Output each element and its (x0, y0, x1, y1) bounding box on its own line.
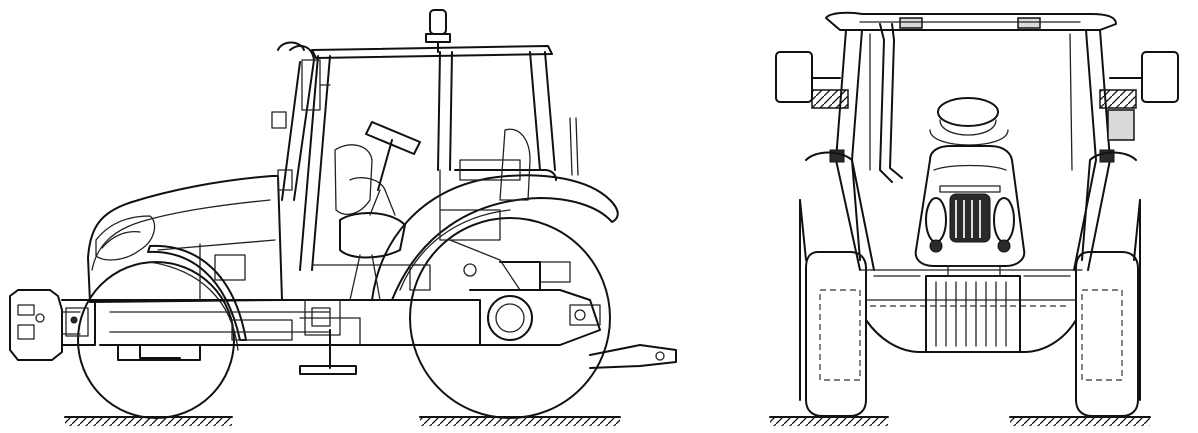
side-chassis (89, 299, 481, 361)
front-lower-frame (859, 269, 1083, 277)
front-ground-left (769, 416, 889, 426)
front-mirror-right (1099, 51, 1179, 109)
side-seat (311, 144, 421, 301)
side-front-wheel (77, 261, 239, 419)
front-counterweight (925, 265, 1021, 353)
side-steering-wheel (365, 121, 421, 216)
side-beacon (425, 9, 451, 53)
side-rear-panel (459, 117, 579, 201)
side-rear-wheel (409, 217, 611, 419)
front-mirror-left (775, 51, 849, 109)
front-wheel-right (1075, 199, 1141, 417)
side-front-fender (147, 244, 247, 341)
side-rear-fender (371, 174, 619, 301)
front-exhaust (879, 23, 903, 183)
side-view (9, 9, 677, 426)
side-step (299, 329, 357, 375)
front-ground-right (1009, 416, 1151, 426)
side-engine-details (409, 209, 521, 291)
side-cab (299, 45, 557, 271)
side-drawbar (589, 344, 677, 369)
side-hood (87, 175, 283, 303)
side-rear-axle (469, 261, 601, 346)
front-roof (825, 11, 1117, 31)
side-front-hitch (9, 289, 96, 361)
front-hood (914, 145, 1026, 267)
front-axle (865, 299, 1077, 353)
front-view (769, 11, 1179, 426)
side-mirror (301, 59, 331, 111)
front-wheel-left (799, 199, 867, 417)
front-steering (929, 97, 1009, 146)
